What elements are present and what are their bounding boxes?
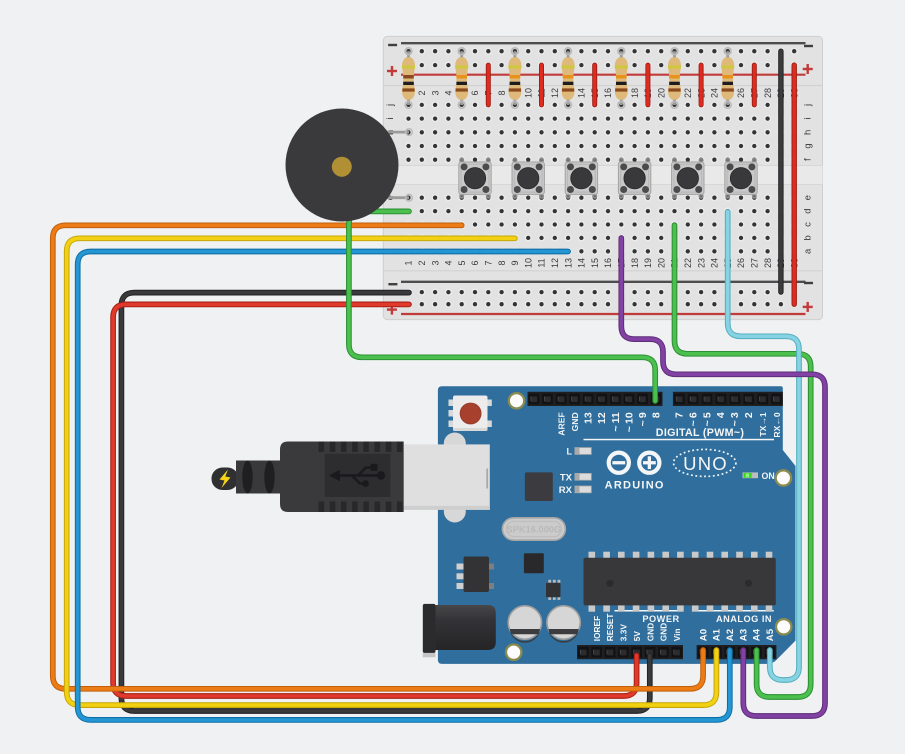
svg-text:8: 8 — [497, 90, 507, 95]
svg-text:AREF: AREF — [557, 412, 567, 435]
svg-text:16: 16 — [603, 258, 613, 268]
svg-text:POWER: POWER — [642, 614, 679, 624]
svg-text:GND: GND — [659, 623, 669, 641]
svg-text:j: j — [385, 104, 396, 107]
svg-text:~ 6: ~ 6 — [688, 412, 700, 426]
svg-text:2: 2 — [417, 90, 427, 95]
svg-text:12: 12 — [550, 258, 560, 268]
svg-text:TX: TX — [560, 473, 573, 484]
svg-text:19: 19 — [643, 258, 653, 268]
svg-text:ARDUINO: ARDUINO — [605, 480, 665, 492]
svg-text:e: e — [802, 195, 813, 200]
svg-text:8: 8 — [497, 260, 507, 265]
svg-text:14: 14 — [577, 88, 587, 98]
svg-text:IOREF: IOREF — [592, 616, 602, 641]
svg-text:13: 13 — [563, 258, 573, 268]
svg-text:ON: ON — [762, 471, 775, 481]
svg-text:A2: A2 — [725, 629, 736, 641]
svg-text:11: 11 — [537, 258, 547, 267]
svg-text:4: 4 — [444, 90, 454, 95]
svg-text:6: 6 — [470, 90, 480, 95]
svg-text:TX→1: TX→1 — [758, 412, 768, 437]
svg-text:20: 20 — [656, 258, 666, 268]
svg-text:24: 24 — [710, 258, 720, 268]
svg-text:~ 9: ~ 9 — [637, 412, 649, 426]
svg-text:4: 4 — [444, 260, 454, 265]
svg-text:18: 18 — [630, 88, 640, 98]
svg-text:26: 26 — [736, 88, 746, 98]
svg-text:L: L — [567, 446, 573, 456]
svg-text:1: 1 — [404, 260, 414, 265]
svg-text:16: 16 — [603, 88, 613, 98]
svg-text:5V: 5V — [632, 631, 642, 642]
svg-text:A0: A0 — [698, 629, 709, 641]
svg-text:A3: A3 — [738, 629, 749, 641]
svg-text:13: 13 — [583, 412, 595, 424]
svg-text:2: 2 — [417, 260, 427, 265]
svg-text:23: 23 — [696, 258, 706, 268]
svg-text:28: 28 — [763, 258, 773, 268]
svg-text:7: 7 — [674, 412, 686, 418]
svg-text:10: 10 — [523, 88, 533, 98]
svg-text:12: 12 — [550, 88, 560, 98]
svg-text:d: d — [802, 208, 813, 213]
svg-text:7: 7 — [484, 260, 494, 265]
svg-text:24: 24 — [710, 88, 720, 98]
svg-text:~ 10: ~ 10 — [623, 412, 635, 432]
svg-text:27: 27 — [750, 258, 760, 268]
svg-text:a: a — [802, 248, 813, 254]
svg-text:12: 12 — [596, 412, 608, 424]
svg-text:b: b — [802, 235, 813, 240]
svg-text:UNO: UNO — [683, 453, 728, 474]
svg-text:GND: GND — [570, 412, 580, 431]
svg-text:3.3V: 3.3V — [619, 624, 629, 642]
svg-text:SPK16.000G: SPK16.000G — [507, 524, 562, 534]
svg-text:~ 3: ~ 3 — [729, 412, 741, 426]
svg-text:2: 2 — [743, 412, 755, 418]
svg-text:A5: A5 — [765, 628, 776, 641]
svg-text:~ 5: ~ 5 — [702, 412, 714, 426]
svg-text:15: 15 — [590, 258, 600, 268]
svg-text:i: i — [385, 118, 396, 120]
svg-text:g: g — [802, 143, 813, 148]
svg-text:ANALOG IN: ANALOG IN — [716, 614, 772, 624]
svg-text:26: 26 — [736, 258, 746, 268]
svg-text:10: 10 — [523, 258, 533, 268]
svg-text:RESET: RESET — [605, 614, 615, 642]
svg-text:A1: A1 — [712, 628, 723, 641]
svg-text:28: 28 — [763, 88, 773, 98]
svg-text:20: 20 — [656, 88, 666, 98]
svg-text:f: f — [802, 158, 813, 161]
svg-text:14: 14 — [577, 258, 587, 268]
svg-text:DIGITAL (PWM~): DIGITAL (PWM~) — [656, 427, 745, 439]
svg-text:6: 6 — [470, 260, 480, 265]
svg-text:3: 3 — [430, 260, 440, 265]
svg-text:h: h — [802, 130, 813, 135]
svg-text:5: 5 — [457, 260, 467, 265]
svg-text:A4: A4 — [752, 628, 763, 641]
svg-text:i: i — [802, 118, 813, 120]
svg-text:4: 4 — [715, 412, 727, 418]
svg-text:22: 22 — [683, 258, 693, 268]
svg-text:RX: RX — [559, 485, 573, 496]
svg-text:c: c — [802, 222, 813, 227]
svg-text:RX←0: RX←0 — [772, 412, 782, 438]
svg-text:9: 9 — [510, 260, 520, 265]
svg-text:~ 11: ~ 11 — [610, 412, 622, 431]
svg-text:18: 18 — [630, 258, 640, 268]
svg-text:22: 22 — [683, 88, 693, 98]
svg-text:3: 3 — [430, 90, 440, 95]
svg-text:GND: GND — [645, 623, 655, 641]
svg-text:8: 8 — [651, 412, 663, 418]
svg-text:Vin: Vin — [672, 628, 682, 641]
svg-text:j: j — [802, 104, 813, 107]
